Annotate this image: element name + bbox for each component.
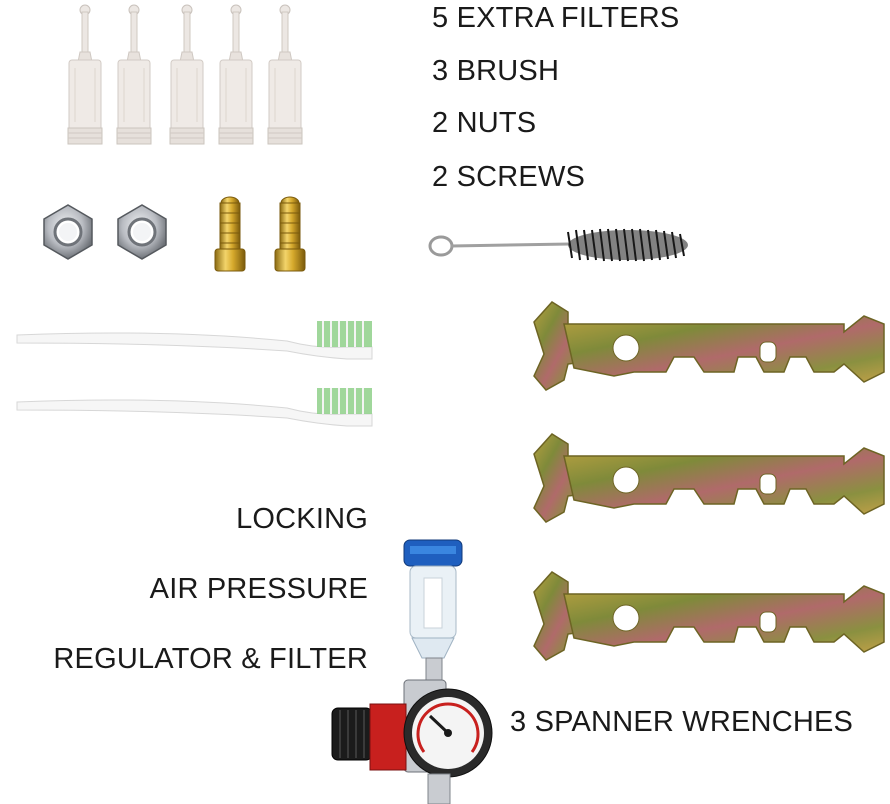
screws bbox=[214, 196, 306, 272]
label-regulator-filter: REGULATOR & FILTER bbox=[53, 643, 368, 675]
label-spanner-wrenches: 3 SPANNER WRENCHES bbox=[510, 706, 854, 738]
spanner-wrenches bbox=[533, 301, 885, 661]
filter-row bbox=[67, 4, 303, 145]
label-nuts: 2 NUTS bbox=[432, 107, 537, 139]
label-brush: 3 BRUSH bbox=[432, 55, 560, 87]
label-locking: LOCKING bbox=[236, 503, 368, 535]
toothbrushes bbox=[16, 320, 373, 427]
cleaning-brush bbox=[428, 228, 688, 262]
label-air-pressure: AIR PRESSURE bbox=[149, 573, 368, 605]
label-extra-filters: 5 EXTRA FILTERS bbox=[432, 2, 680, 34]
air-pressure-regulator bbox=[331, 539, 493, 804]
label-screws: 2 SCREWS bbox=[432, 161, 586, 193]
nuts bbox=[42, 203, 168, 261]
